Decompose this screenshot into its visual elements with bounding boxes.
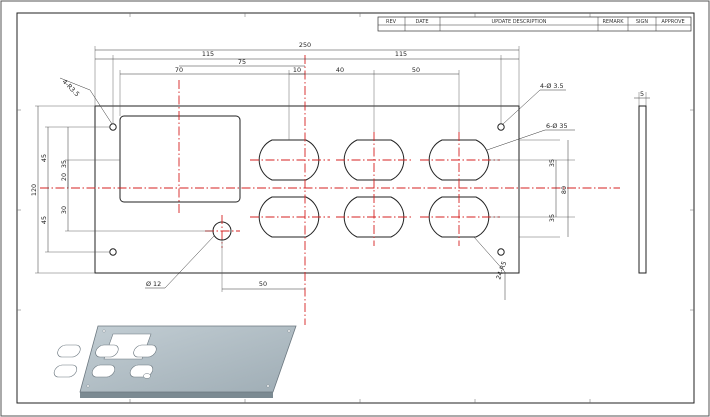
iso-socket-3 bbox=[133, 344, 157, 358]
tb-update-description: UPDATE DESCRIPTION bbox=[491, 19, 546, 25]
frame-zone-ticks bbox=[17, 13, 694, 403]
mount-hole-bottom-right bbox=[497, 248, 505, 256]
dim-overall-width: 250 bbox=[299, 41, 311, 49]
socket-hole-1 bbox=[258, 139, 320, 181]
dim-hole-lower: 50 bbox=[259, 280, 267, 288]
dim-left-upper: 45 bbox=[40, 154, 48, 162]
tb-date: DATE bbox=[415, 19, 428, 25]
iso-mount-hole-3 bbox=[86, 384, 90, 388]
socket-hole-6 bbox=[428, 196, 490, 238]
center-lines bbox=[40, 55, 620, 325]
socket-hole-3 bbox=[428, 139, 490, 181]
iso-round-hole bbox=[143, 373, 151, 379]
callout-mount-holes: 4-Ø 3.5 bbox=[540, 82, 564, 90]
side-view bbox=[638, 92, 647, 274]
callout-socket-holes: 6-Ø 35 bbox=[546, 122, 568, 130]
dim-hole-pitch-2: 50 bbox=[412, 66, 420, 74]
iso-plate-edge bbox=[80, 392, 273, 398]
drawing-frame bbox=[16, 12, 695, 404]
tb-rev: REV bbox=[386, 19, 397, 25]
iso-mount-hole-2 bbox=[287, 329, 291, 333]
tb-sign: SIGN bbox=[636, 19, 649, 25]
iso-mount-hole-1 bbox=[102, 329, 106, 333]
display-cutout bbox=[119, 115, 241, 203]
dimension-lines bbox=[37, 49, 650, 300]
dim-hole-pitch-1: 40 bbox=[336, 66, 344, 74]
socket-hole-2 bbox=[343, 139, 405, 181]
iso-mount-hole-4 bbox=[266, 384, 270, 388]
plate-outline bbox=[94, 105, 520, 274]
isometric-preview bbox=[53, 325, 297, 398]
dim-center-to-hole: 10 bbox=[293, 66, 301, 74]
iso-socket-5 bbox=[91, 364, 116, 378]
socket-hole-4 bbox=[258, 196, 320, 238]
dim-left-mid-lower: 30 bbox=[60, 206, 68, 214]
dim-height-total: 120 bbox=[30, 184, 38, 196]
dim-left-mid-upper: 20 bbox=[60, 173, 68, 181]
iso-socket-2 bbox=[95, 344, 119, 358]
tb-approve: APPROVE bbox=[661, 19, 684, 25]
dim-right-lower: 35 bbox=[548, 214, 556, 222]
dim-thickness: 5 bbox=[640, 90, 644, 98]
tb-remark: REMARK bbox=[602, 19, 624, 25]
iso-socket-4 bbox=[53, 364, 78, 378]
iso-socket-1 bbox=[57, 344, 81, 358]
dimension-texts: 250 115 115 75 70 10 40 50 50 120 45 45 … bbox=[30, 41, 644, 288]
title-block: REV DATE UPDATE DESCRIPTION REMARK SIGN … bbox=[377, 16, 692, 32]
side-view-outline bbox=[638, 105, 647, 274]
dim-left-inner-upper: 35 bbox=[60, 160, 68, 168]
dim-right-total: 80 bbox=[560, 186, 568, 194]
dim-window-edge: 75 bbox=[238, 58, 246, 66]
dim-right-half: 115 bbox=[395, 50, 407, 58]
dim-left-lower: 45 bbox=[40, 216, 48, 224]
dim-right-upper: 35 bbox=[548, 159, 556, 167]
callout-round-hole: Ø 12 bbox=[146, 280, 161, 288]
dim-left-half: 115 bbox=[202, 50, 214, 58]
dim-window-center: 70 bbox=[175, 66, 183, 74]
socket-hole-5 bbox=[343, 196, 405, 238]
extension-lines bbox=[35, 46, 575, 292]
